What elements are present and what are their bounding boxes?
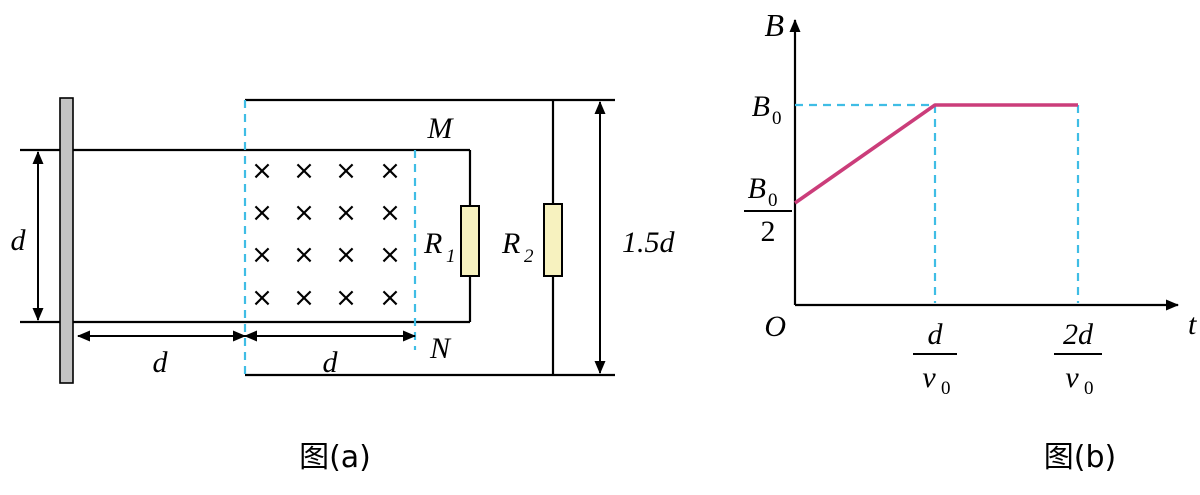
field-cross: × <box>379 198 401 228</box>
field-cross: × <box>293 198 315 228</box>
figure-a: × × × × × × × × × × × × × × × × M N R 1 … <box>11 97 676 475</box>
field-cross: × <box>293 156 315 186</box>
resistor-r2-subscript: 2 <box>524 246 534 267</box>
tick-t2: 2d v 0 <box>1054 318 1102 399</box>
field-cross: × <box>251 198 273 228</box>
field-cross: × <box>379 240 401 270</box>
field-cross: × <box>335 283 357 313</box>
tick-t2-denominator: v <box>1065 361 1079 394</box>
label-N: N <box>429 332 452 365</box>
tick-t1: d v 0 <box>913 318 957 399</box>
dim-label-bottom-left: d <box>153 346 169 379</box>
field-cross: × <box>251 240 273 270</box>
tick-b0-main: B <box>752 90 770 123</box>
tick-b0-sub: 0 <box>772 108 782 129</box>
dim-label-bottom-right: d <box>323 346 339 379</box>
resistor-r1-body <box>460 205 480 277</box>
tick-t1-denominator: v <box>922 361 936 394</box>
resistor-r2-label: R <box>501 227 520 260</box>
dim-label-left-height: d <box>11 224 27 257</box>
field-cross: × <box>251 156 273 186</box>
tick-t1-denominator-sub: 0 <box>941 378 951 399</box>
dim-label-right-height: 1.5d <box>622 226 676 259</box>
figure-b: B t O B 0 B 0 2 d v 0 2d v 0 图( <box>744 7 1197 475</box>
conducting-rod <box>59 97 74 384</box>
resistor-r1-subscript: 1 <box>446 246 456 267</box>
field-cross: × <box>335 156 357 186</box>
x-axis-label: t <box>1188 308 1197 341</box>
field-cross: × <box>335 198 357 228</box>
tick-t2-numerator: 2d <box>1063 318 1094 351</box>
tick-b0-half-denominator: 2 <box>761 215 776 248</box>
resistor-r1-label: R <box>423 227 442 260</box>
field-cross: × <box>379 156 401 186</box>
field-cross: × <box>379 283 401 313</box>
figure-a-caption: 图(a) <box>299 440 371 475</box>
tick-b0-half-numerator: B <box>748 172 766 205</box>
tick-t2-denominator-sub: 0 <box>1084 378 1094 399</box>
y-axis-label: B <box>764 7 784 43</box>
b-t-curve <box>793 103 1078 205</box>
field-cross-grid: × × × × × × × × × × × × × × × × <box>251 156 401 313</box>
field-cross: × <box>293 283 315 313</box>
resistor-r2-body <box>543 203 563 277</box>
tick-b0: B 0 <box>752 90 782 129</box>
tick-b0-half-numerator-sub: 0 <box>768 190 778 211</box>
label-M: M <box>427 112 455 145</box>
tick-b0-half: B 0 2 <box>744 172 792 248</box>
field-cross: × <box>251 283 273 313</box>
field-cross: × <box>293 240 315 270</box>
origin-label: O <box>764 310 786 343</box>
field-cross: × <box>335 240 357 270</box>
figure-b-caption: 图(b) <box>1044 440 1116 475</box>
tick-t1-numerator: d <box>928 318 944 351</box>
